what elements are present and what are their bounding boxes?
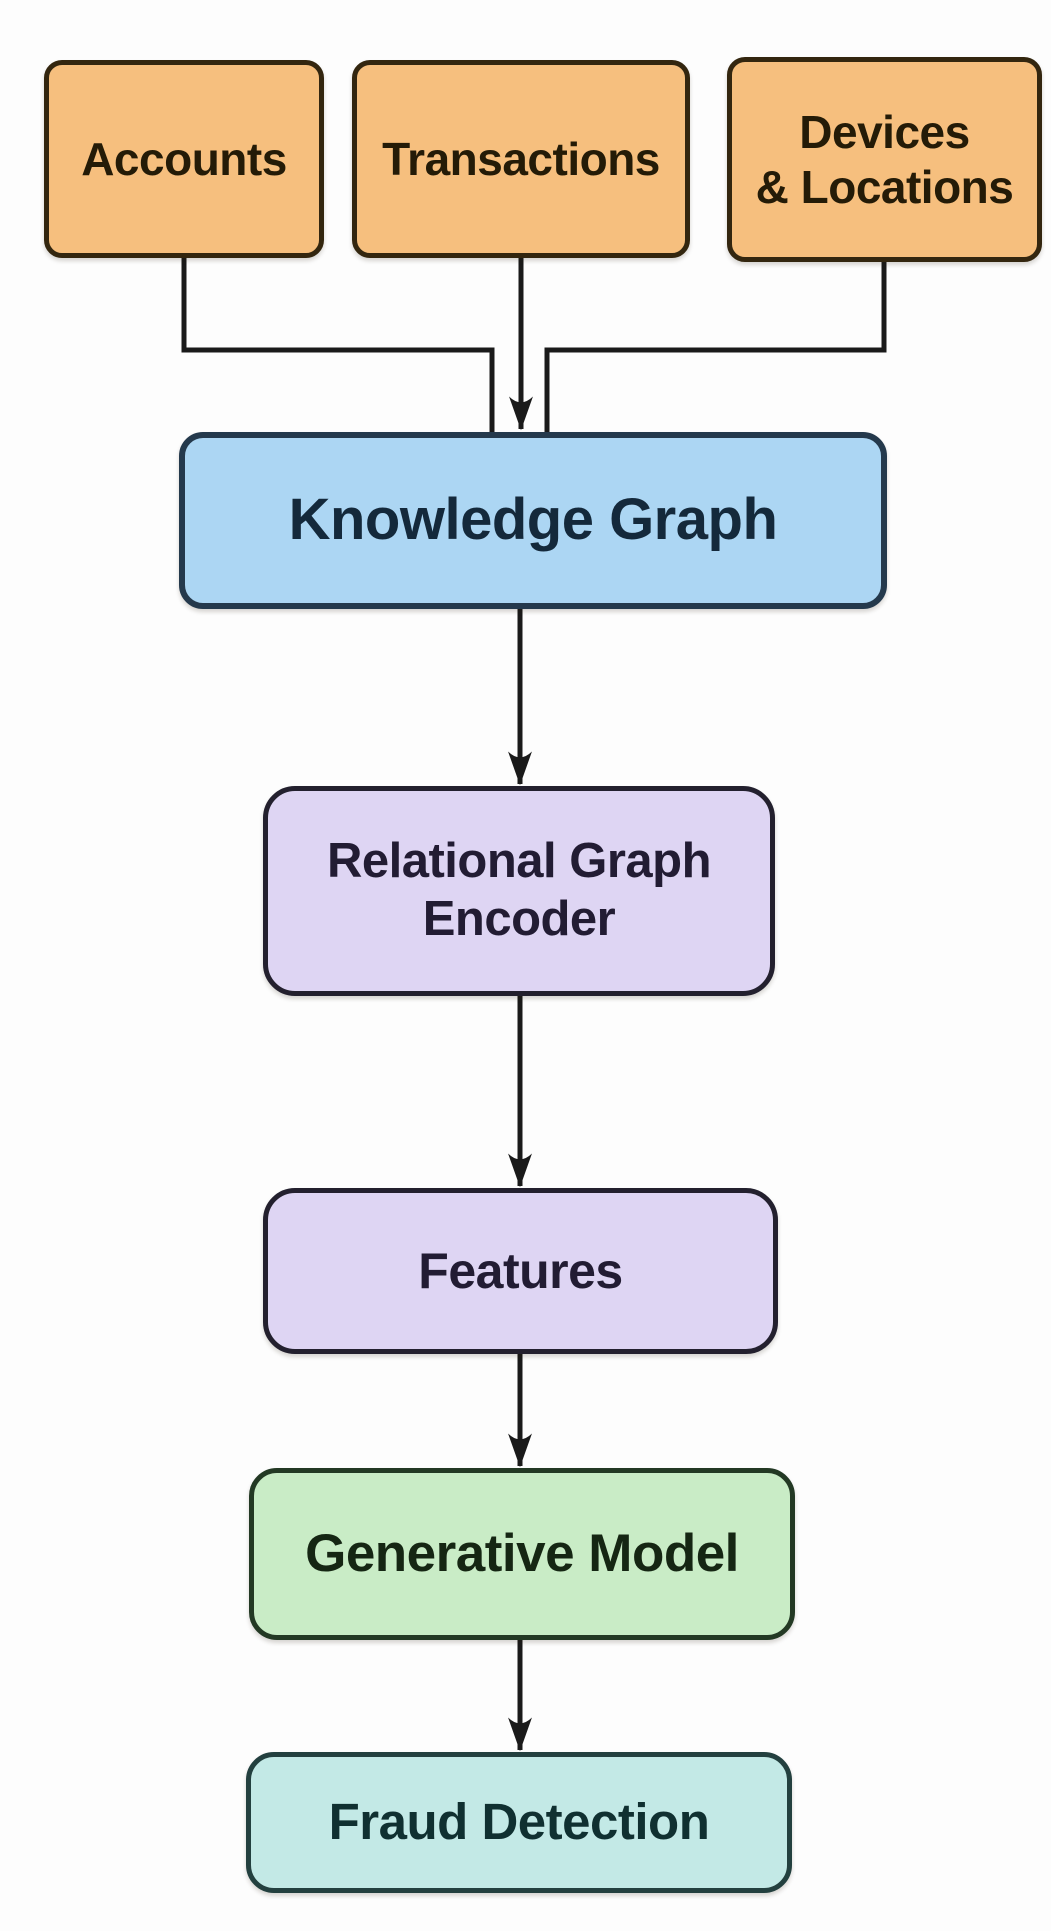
node-features: Features (263, 1188, 778, 1354)
node-accounts: Accounts (44, 60, 324, 258)
node-generative-model: Generative Model (249, 1468, 795, 1640)
edge-devices-locations-to-knowledge-graph (544, 254, 887, 435)
node-devices-locations-label: Devices & Locations (755, 106, 1014, 213)
node-generative-model-label: Generative Model (305, 1523, 739, 1583)
node-transactions-label: Transactions (382, 132, 660, 185)
node-fraud-detection-label: Fraud Detection (328, 1793, 710, 1851)
node-features-label: Features (418, 1242, 623, 1299)
node-fraud-detection: Fraud Detection (246, 1752, 792, 1893)
node-relational-graph-encoder-label: Relational Graph Encoder (326, 834, 712, 946)
node-knowledge-graph-label: Knowledge Graph (288, 487, 778, 553)
edge-accounts-to-knowledge-graph (181, 250, 495, 435)
node-knowledge-graph: Knowledge Graph (179, 432, 887, 609)
node-transactions: Transactions (352, 60, 690, 258)
node-accounts-label: Accounts (81, 132, 287, 185)
node-relational-graph-encoder: Relational Graph Encoder (263, 786, 775, 996)
node-devices-locations: Devices & Locations (727, 57, 1042, 262)
